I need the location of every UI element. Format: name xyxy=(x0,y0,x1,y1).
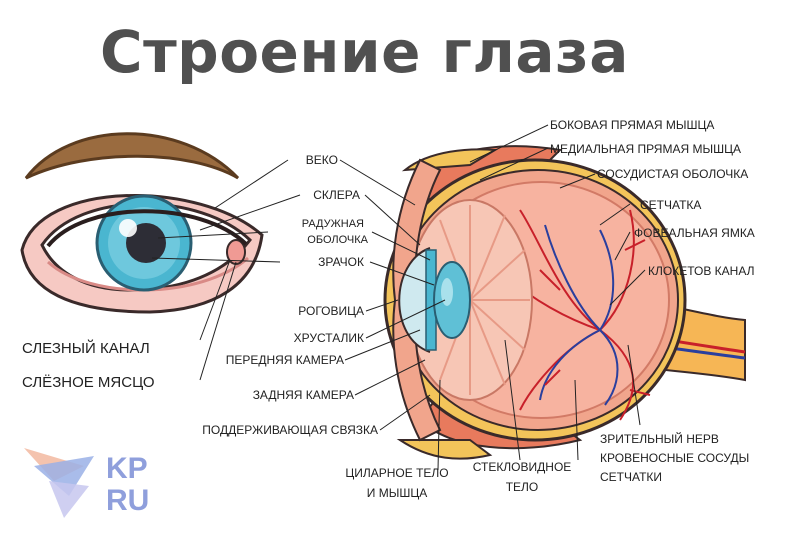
lens xyxy=(433,261,471,339)
eye-cross-section xyxy=(383,145,746,460)
label-veko: ВЕКО xyxy=(305,153,338,167)
label-raduzhnaya-2: ОБОЛОЧКА xyxy=(307,234,368,246)
logo-line-2: RU xyxy=(106,484,149,517)
label-slezny-kanal: СЛЕЗНЫЙ КАНАЛ xyxy=(22,340,150,357)
label-khrustalik: ХРУСТАЛИК xyxy=(293,331,364,345)
label-kloketov: КЛОКЕТОВ КАНАЛ xyxy=(648,264,755,278)
eyebrow xyxy=(24,132,240,180)
label-rogovitsa: РОГОВИЦА xyxy=(298,304,364,318)
label-raduzhnaya-1: РАДУЖНАЯ xyxy=(301,218,364,230)
external-eye xyxy=(20,132,264,314)
label-nerv-2: КРОВЕНОСНЫЕ СОСУДЫ xyxy=(600,451,750,465)
label-steklovidnoe-1: СТЕКЛОВИДНОЕ xyxy=(472,460,572,474)
pupil xyxy=(126,223,166,263)
label-setchatka: СЕТЧАТКА xyxy=(640,198,702,212)
label-nerv-1: ЗРИТЕЛЬНЫЙ НЕРВ xyxy=(600,432,719,446)
label-foveal: ФОВЕАЛЬНАЯ ЯМКА xyxy=(634,226,755,240)
retinal-vessels xyxy=(499,209,651,421)
lacrimal-caruncle xyxy=(226,239,246,265)
label-slyoznoe-myaso: СЛЁЗНОЕ МЯСЦО xyxy=(22,374,155,391)
label-tsilyarnoe-1: ЦИЛАРНОЕ ТЕЛО xyxy=(345,466,449,480)
label-zrachok: ЗРАЧОК xyxy=(318,255,364,269)
label-sosudistaya: СОСУДИСТАЯ ОБОЛОЧКА xyxy=(597,167,749,181)
label-bokovaya: БОКОВАЯ ПРЯМАЯ МЫШЦА xyxy=(550,118,715,132)
leader-lines xyxy=(151,124,646,471)
label-medialnaya: МЕДИАЛЬНАЯ ПРЯМАЯ МЫШЦА xyxy=(550,142,741,156)
label-podderzhivayushchaya: ПОДДЕРЖИВАЮЩАЯ СВЯЗКА xyxy=(202,423,378,437)
kp-ru-logo: KP RU xyxy=(24,448,149,518)
label-tsilyarnoe-2: И МЫШЦА xyxy=(366,486,428,500)
logo-line-1: KP xyxy=(106,452,148,485)
cornea xyxy=(398,247,431,353)
label-nerv-3: СЕТЧАТКИ xyxy=(600,470,663,484)
label-perednyaya-kamera: ПЕРЕДНЯЯ КАМЕРА xyxy=(225,353,344,367)
label-steklovidnoe-2: ТЕЛО xyxy=(505,480,539,494)
label-zadnyaya-kamera: ЗАДНЯЯ КАМЕРА xyxy=(252,388,354,402)
page-title: Строение глаза xyxy=(100,18,629,86)
label-sklera: СКЛЕРА xyxy=(313,188,360,202)
